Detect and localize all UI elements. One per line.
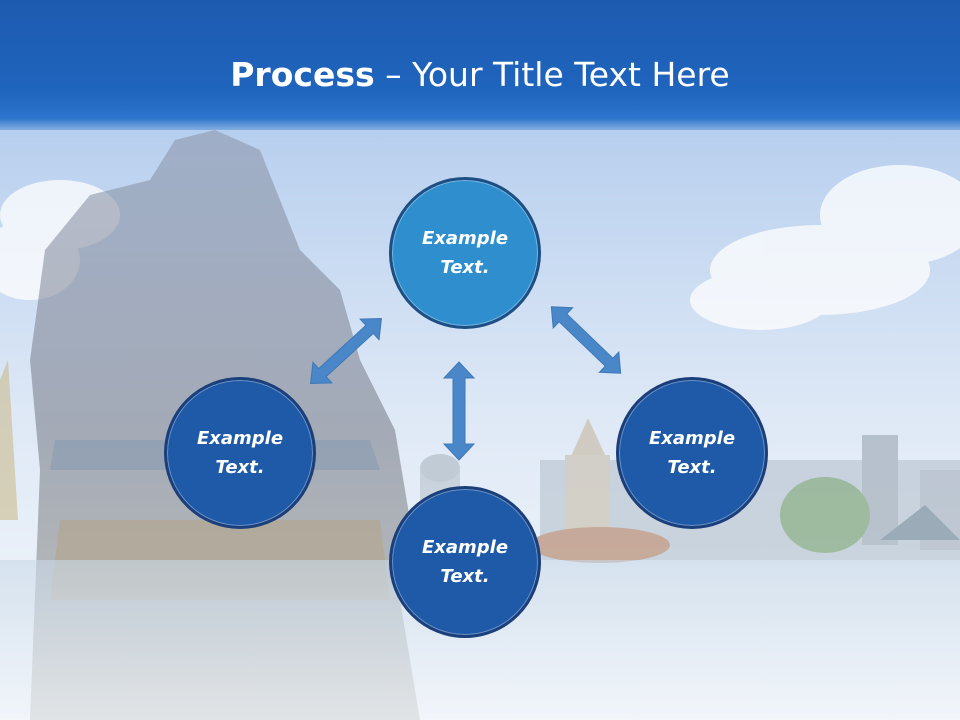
slide-title: Process – Your Title Text Here [0, 52, 960, 98]
title-bold: Process [230, 55, 375, 94]
title-bar [0, 0, 960, 130]
node-bottom-label: Example Text. [421, 537, 509, 587]
node-left: Example Text. [164, 377, 316, 529]
city-skyline [420, 418, 960, 563]
title-rest: – Your Title Text Here [374, 55, 730, 94]
node-top: Example Text. [389, 177, 541, 329]
node-right-label: Example Text. [648, 428, 736, 478]
arrow-vertical [442, 361, 476, 461]
clouds [0, 165, 960, 330]
node-bottom: Example Text. [389, 486, 541, 638]
node-right: Example Text. [616, 377, 768, 529]
node-left-label: Example Text. [196, 428, 284, 478]
diagram-arrows [310, 306, 622, 461]
node-top-label: Example Text. [421, 228, 509, 278]
arrow-top-left [310, 318, 382, 384]
arrow-top-right [550, 306, 622, 374]
